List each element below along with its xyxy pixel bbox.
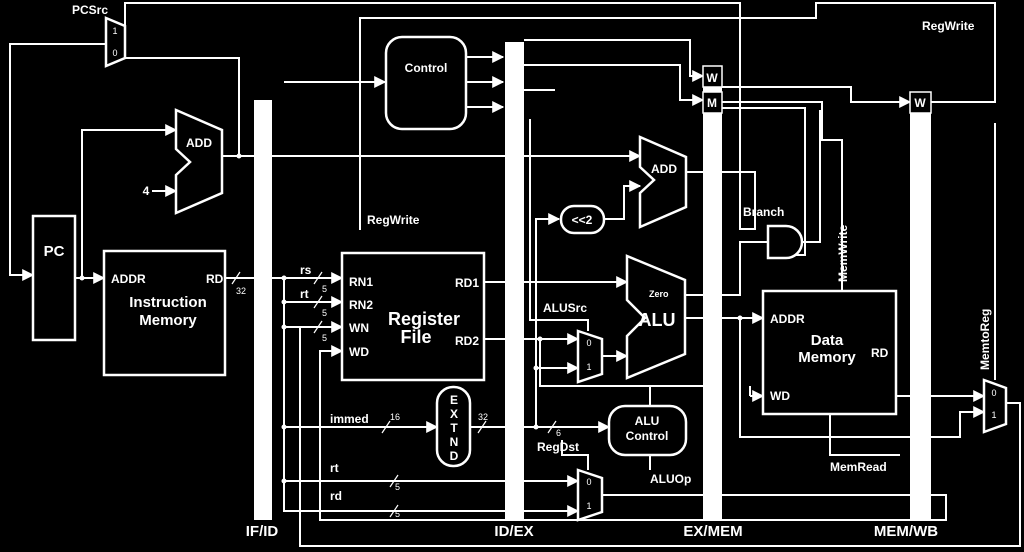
ext-d: D	[450, 449, 459, 463]
ext-x: X	[450, 407, 458, 421]
exmem-w-box	[702, 65, 723, 88]
ext-e: E	[450, 393, 458, 407]
exmem-m-box	[702, 91, 723, 114]
memtoreg-mux-1: 1	[991, 410, 996, 420]
idex-register	[505, 42, 524, 520]
dmem-rd: RD	[871, 346, 889, 360]
aluop-label: ALUOp	[650, 472, 691, 486]
pc-mux	[104, 16, 127, 68]
shift-label: <<2	[572, 213, 593, 227]
width-5a: 5	[322, 284, 327, 294]
width-5d: 5	[395, 482, 400, 492]
instruction-memory	[102, 249, 227, 377]
regdst-mux-0: 0	[586, 477, 591, 487]
width-16: 16	[390, 412, 400, 422]
pc-label: PC	[44, 243, 65, 260]
imem-addr: ADDR	[111, 272, 146, 286]
alu	[625, 254, 687, 380]
imem-title-2: Memory	[139, 312, 197, 329]
pc-mux-0: 0	[112, 48, 117, 58]
shift-left-2	[559, 204, 606, 235]
register-file	[340, 251, 486, 382]
stage-memwb: MEM/WB	[874, 523, 938, 540]
rf-wn: WN	[349, 321, 369, 335]
memtoreg-label: MemtoReg	[978, 309, 992, 370]
rf-rn2: RN2	[349, 298, 373, 312]
regdst-mux	[576, 468, 604, 522]
alu-label: ALU	[639, 310, 676, 330]
rf-title-2: File	[400, 327, 431, 347]
memtoreg-mux-0: 0	[991, 388, 996, 398]
memwb-w-box	[909, 91, 932, 114]
control-label: Control	[405, 61, 448, 75]
data-memory	[761, 289, 898, 416]
regdst-mux-1: 1	[586, 501, 591, 511]
memtoreg-mux	[982, 378, 1008, 434]
alusrc-mux-0: 0	[586, 338, 591, 348]
alu-control	[607, 404, 688, 457]
ext-n: N	[450, 435, 459, 449]
rf-rn1: RN1	[349, 275, 373, 289]
width-5e: 5	[395, 509, 400, 519]
branch-adder-label: ADD	[651, 162, 677, 176]
alu-control-1: ALU	[635, 414, 660, 428]
width-5c: 5	[322, 333, 327, 343]
pc-adder	[174, 108, 224, 215]
field-rs: rs	[300, 263, 312, 277]
width-32a: 32	[236, 286, 246, 296]
memread-label: MemRead	[830, 460, 887, 474]
branch-adder	[638, 135, 688, 229]
width-6: 6	[556, 428, 561, 438]
ext-t: T	[450, 421, 458, 435]
wires	[9, 2, 1021, 547]
pc-adder-label: ADD	[186, 136, 212, 150]
alu-zero: Zero	[649, 289, 669, 299]
field-immed: immed	[330, 412, 369, 426]
ifid-register	[254, 100, 272, 520]
dmem-title-2: Memory	[798, 349, 856, 366]
imem-rd: RD	[206, 272, 224, 286]
junctions	[79, 153, 743, 484]
dmem-addr: ADDR	[770, 312, 805, 326]
exmem-register	[703, 66, 722, 520]
rf-wd: WD	[349, 345, 369, 359]
stage-idex: ID/EX	[494, 523, 533, 540]
pc-mux-1: 1	[112, 26, 117, 36]
alusrc-mux-1: 1	[586, 362, 591, 372]
rf-rd1: RD1	[455, 276, 479, 290]
exmem-w-label: W	[706, 71, 718, 85]
control-unit	[384, 35, 468, 131]
width-32b: 32	[478, 412, 488, 422]
alusrc-label: ALUSrc	[543, 301, 587, 315]
branch-label: Branch	[743, 205, 784, 219]
sign-extend	[435, 385, 472, 468]
pc-register	[31, 214, 77, 342]
stage-exmem: EX/MEM	[683, 523, 742, 540]
memwrite-label: MemWrite	[836, 225, 850, 282]
stage-ifid: IF/ID	[246, 523, 279, 540]
dmem-title-1: Data	[811, 332, 844, 349]
field-rt2: rt	[330, 461, 339, 475]
bus-ticks	[231, 271, 557, 518]
const-four: 4	[143, 184, 150, 198]
alusrc-mux	[576, 329, 604, 384]
dmem-wd: WD	[770, 389, 790, 403]
rf-title-1: Register	[388, 309, 460, 329]
memwb-w-label: W	[914, 96, 926, 110]
alu-control-2: Control	[626, 429, 669, 443]
regwrite-top-label: RegWrite	[922, 19, 975, 33]
rf-rd2: RD2	[455, 334, 479, 348]
field-rd: rd	[330, 489, 342, 503]
pcsrc-label: PCSrc	[72, 3, 108, 17]
memwb-register	[910, 92, 931, 520]
imem-title-1: Instruction	[129, 294, 207, 311]
regdst-label: RegDst	[537, 440, 579, 454]
branch-and-gate	[766, 224, 804, 260]
width-5b: 5	[322, 308, 327, 318]
field-rt: rt	[300, 287, 309, 301]
exmem-m-label: M	[707, 96, 717, 110]
rf-regwrite: RegWrite	[367, 213, 420, 227]
